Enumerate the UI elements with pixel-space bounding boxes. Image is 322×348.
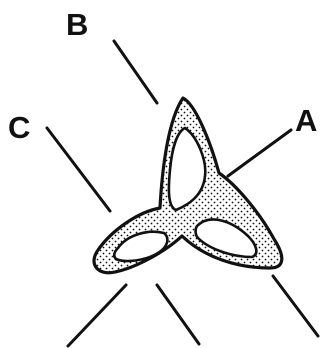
label-b: B — [66, 7, 88, 42]
label-a: A — [295, 103, 317, 138]
leader-line-c — [47, 128, 110, 211]
lower-line-middle — [157, 285, 199, 344]
leader-line-b — [114, 41, 157, 103]
leader-line-a — [228, 130, 291, 176]
lower-line-left — [68, 285, 126, 346]
lower-line-right — [273, 276, 318, 336]
label-c: C — [8, 110, 30, 145]
